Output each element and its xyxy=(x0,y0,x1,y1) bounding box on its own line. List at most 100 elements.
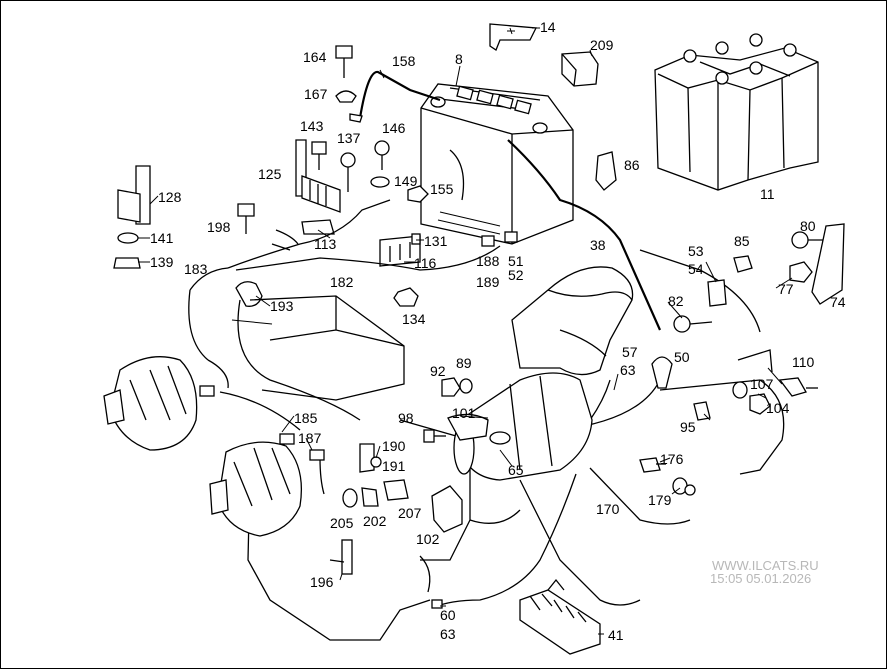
callout-85: 85 xyxy=(734,233,750,249)
callout-198: 198 xyxy=(207,219,231,235)
callout-164: 164 xyxy=(303,49,327,65)
screw-137 xyxy=(311,141,327,170)
callout-182: 182 xyxy=(330,274,354,290)
callout-8: 8 xyxy=(455,51,463,67)
callout-52: 52 xyxy=(508,267,524,283)
bracket-block xyxy=(659,349,785,475)
callout-134: 134 xyxy=(402,311,426,327)
callout-116: 116 xyxy=(414,255,437,271)
connector-53-54 xyxy=(707,279,727,307)
callout-137: 137 xyxy=(337,130,361,146)
callout-170: 170 xyxy=(596,501,620,517)
callout-149: 149 xyxy=(394,173,418,189)
terminal-block xyxy=(379,231,518,267)
callout-193: 193 xyxy=(270,298,294,314)
washers-205-202-207 xyxy=(342,479,409,508)
callout-131: 131 xyxy=(424,233,448,249)
callout-95: 95 xyxy=(680,419,696,435)
holder-128 xyxy=(117,165,151,225)
bracket-143 xyxy=(295,139,341,213)
callout-155: 155 xyxy=(430,181,454,197)
nut-149 xyxy=(370,176,390,188)
callout-38: 38 xyxy=(590,237,606,253)
callout-188: 188 xyxy=(476,253,500,269)
nut-155 xyxy=(407,185,429,203)
callout-98: 98 xyxy=(398,410,414,426)
bolt-98 xyxy=(423,429,446,443)
sensor-196 xyxy=(329,539,353,575)
cover-102 xyxy=(431,485,463,533)
bolt-110 xyxy=(778,377,818,397)
callout-207: 207 xyxy=(398,505,422,521)
bolt-198 xyxy=(237,203,255,234)
washer-107 xyxy=(732,381,748,399)
callout-185: 185 xyxy=(294,410,318,426)
clamp-86 xyxy=(595,151,617,191)
washer-89 xyxy=(459,378,473,394)
callout-205: 205 xyxy=(330,515,354,531)
plug-85 xyxy=(733,255,753,273)
callout-92: 92 xyxy=(430,363,446,379)
relay-209 xyxy=(561,51,599,87)
clip-167 xyxy=(335,90,357,103)
bracket-14 xyxy=(489,23,538,51)
nut-92 xyxy=(441,377,461,397)
callout-141: 141 xyxy=(150,230,174,246)
bracket-101 xyxy=(447,413,489,441)
callout-187: 187 xyxy=(298,430,322,446)
screw-146 xyxy=(340,140,390,192)
callout-51: 51 xyxy=(508,253,524,269)
callout-77: 77 xyxy=(778,281,794,297)
callout-128: 128 xyxy=(158,189,182,205)
callout-196: 196 xyxy=(310,574,334,590)
callout-183: 183 xyxy=(184,261,208,277)
callout-179: 179 xyxy=(648,492,672,508)
callout-107: 107 xyxy=(750,376,774,392)
callout-189: 189 xyxy=(476,274,500,290)
fuse-box-41 xyxy=(519,578,601,655)
callout-113: 113 xyxy=(314,236,337,252)
callout-82: 82 xyxy=(668,293,684,309)
callout-104: 104 xyxy=(766,400,790,416)
callout-101: 101 xyxy=(452,405,476,421)
callout-60: 60 xyxy=(440,607,456,623)
cable-158 xyxy=(349,70,441,123)
callout-190: 190 xyxy=(382,438,406,454)
callout-63-lower: 63 xyxy=(440,626,456,642)
callout-102: 102 xyxy=(416,531,440,547)
callout-74: 74 xyxy=(830,294,846,310)
connector-187 xyxy=(199,385,325,461)
callout-167: 167 xyxy=(304,86,328,102)
callout-57: 57 xyxy=(622,344,638,360)
grommet-50 xyxy=(651,356,673,389)
battery-cells xyxy=(654,33,819,191)
callout-54: 54 xyxy=(688,261,704,277)
alternator xyxy=(103,356,303,537)
nut-134 xyxy=(393,287,419,307)
leader-lines xyxy=(138,27,793,635)
intake-38 xyxy=(511,266,634,376)
callout-11: 11 xyxy=(760,186,775,202)
callout-65: 65 xyxy=(508,462,524,478)
eyelet-170 xyxy=(684,484,696,496)
washer-141 xyxy=(117,232,139,244)
nut-104 xyxy=(749,393,771,415)
callout-146: 146 xyxy=(382,120,406,136)
callout-191: 191 xyxy=(382,458,406,474)
battery xyxy=(420,83,574,245)
watermark: WWW.ILCATS.RU 15:05 05.01.2026 xyxy=(710,558,819,586)
callout-labels: 14 209 164 158 8 167 143 137 146 86 125 … xyxy=(150,19,846,643)
callout-143: 143 xyxy=(300,118,324,134)
nut-77 xyxy=(789,261,813,283)
bracket-190 xyxy=(359,443,382,473)
callout-50: 50 xyxy=(674,349,690,365)
watermark-site: WWW.ILCATS.RU xyxy=(712,558,819,573)
callout-139: 139 xyxy=(150,254,174,270)
callout-202: 202 xyxy=(363,513,387,529)
callout-41: 41 xyxy=(608,627,624,643)
nut-139 xyxy=(113,257,141,269)
callout-125: 125 xyxy=(258,166,282,182)
callout-53: 53 xyxy=(688,243,704,259)
callout-14: 14 xyxy=(540,19,556,35)
